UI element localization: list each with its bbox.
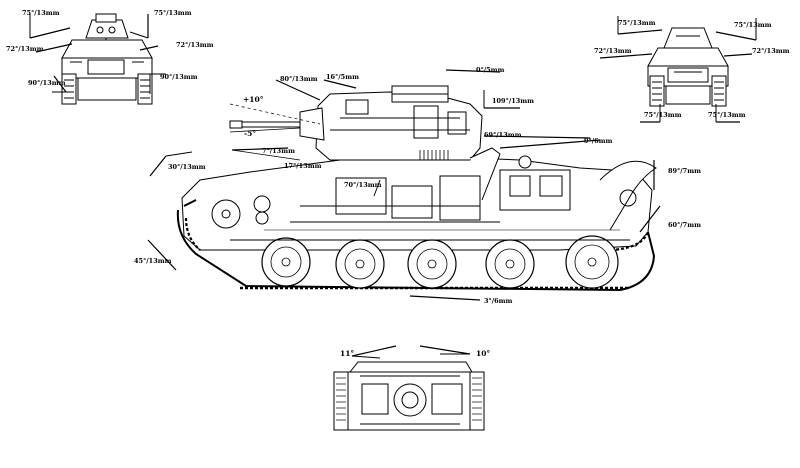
belly-armor-label: 3°/6mm bbox=[484, 297, 513, 305]
engine-deck-armor-label-a: 69°/13mm bbox=[484, 131, 522, 139]
top-view bbox=[333, 345, 485, 431]
mantlet-armor-label: 7°/13mm bbox=[262, 147, 295, 155]
rear-plate-lower-armor-label: 60°/7mm bbox=[668, 221, 701, 229]
top-right-angle-label: 10° bbox=[476, 349, 491, 358]
rear-top-right-armor-label: 75°/13mm bbox=[734, 21, 772, 29]
glacis-upper-armor-label: 17°/13mm bbox=[284, 162, 322, 170]
engine-deck-armor-label-b: 9°/6mm bbox=[584, 137, 613, 145]
rear-top-left-armor-label: 75°/13mm bbox=[618, 19, 656, 27]
rear-low-right-armor-label: 75°/13mm bbox=[708, 111, 746, 119]
rear-plate-upper-armor-label: 89°/7mm bbox=[668, 167, 701, 175]
rear-low-left-armor-label: 75°/13mm bbox=[644, 111, 682, 119]
hull-side-armor-label: 70°/13mm bbox=[344, 181, 382, 189]
front-low-right-armor-label: 90°/13mm bbox=[160, 73, 198, 81]
front-view bbox=[29, 13, 166, 105]
side-view bbox=[147, 69, 661, 301]
front-mid-left-armor-label: 72°/13mm bbox=[6, 45, 44, 53]
gun-elevation-label: +10° bbox=[243, 95, 264, 104]
front-mid-right-armor-label: 72°/13mm bbox=[176, 41, 214, 49]
rear-view bbox=[599, 16, 757, 123]
turret-rear-armor-label: 109°/13mm bbox=[492, 97, 534, 105]
glacis-side-armor-label: 30°/13mm bbox=[168, 163, 206, 171]
lower-nose-armor-label: 45°/13mm bbox=[134, 257, 172, 265]
turret-top-right-armor-label: 0°/5mm bbox=[476, 66, 505, 74]
rear-mid-right-armor-label: 72°/13mm bbox=[752, 47, 790, 55]
front-low-left-armor-label: 90°/13mm bbox=[28, 79, 66, 87]
cupola-armor-label: 16°/5mm bbox=[326, 73, 359, 81]
turret-roof-armor-label: 80°/13mm bbox=[280, 75, 318, 83]
front-top-right-armor-label: 75°/13mm bbox=[154, 9, 192, 17]
top-left-angle-label: 11° bbox=[340, 349, 355, 358]
front-top-left-armor-label: 75°/13mm bbox=[22, 9, 60, 17]
rear-mid-left-armor-label: 72°/13mm bbox=[594, 47, 632, 55]
gun-depression-label: -5° bbox=[244, 129, 257, 138]
